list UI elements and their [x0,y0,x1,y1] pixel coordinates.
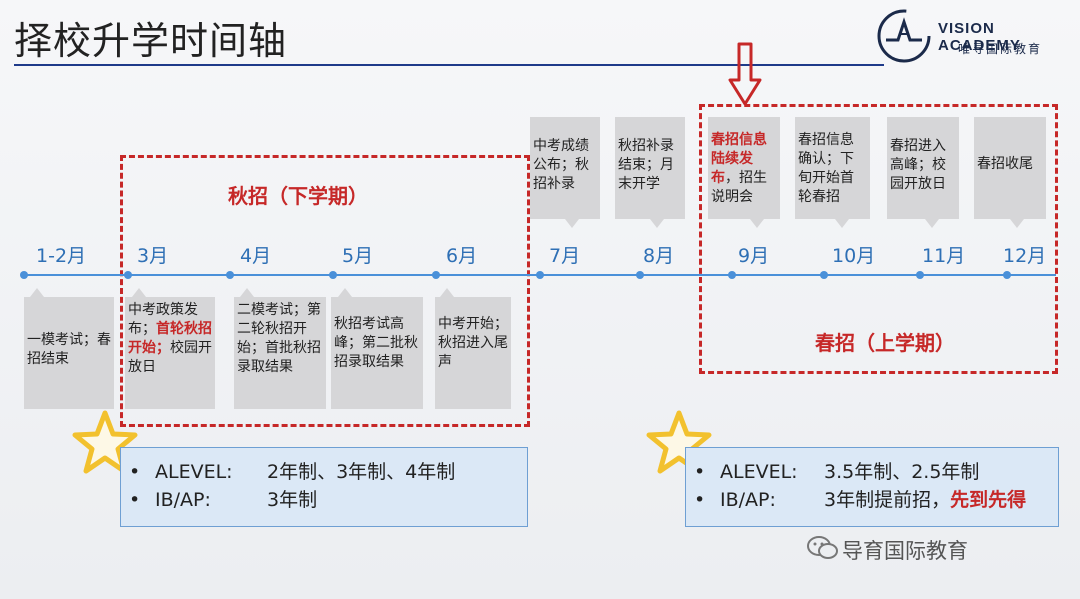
program-highlight: 先到先得 [950,489,1027,511]
brand-name-en: VISION ACADEMY [938,20,1021,54]
timeline-dot [124,271,132,279]
event-card-jan-feb: 一模考试；春招结束 [24,297,114,409]
timeline-dot [432,271,440,279]
card-pointer [750,219,764,228]
info-row-alevel: • ALEVEL: 3.5年制、2.5年制 [694,458,1058,486]
event-card-nov: 春招进入高峰；校园开放日 [887,117,959,219]
card-pointer [132,288,146,297]
timeline-dot [820,271,828,279]
info-row-ibap: • IB/AP: 3年制 [129,486,527,514]
card-pointer [240,288,254,297]
program-value: 3.5年制、2.5年制 [824,461,980,483]
card-text: 春招进入高峰；校园开放日 [890,138,946,192]
card-pointer [440,288,454,297]
card-pointer [338,288,352,297]
card-pointer [30,288,44,297]
timeline-dot [916,271,924,279]
bullet: • [694,461,706,483]
program-value: 3年制 [267,489,318,511]
program-value: 3年制提前招， [824,489,951,511]
program-value: 2年制、3年制、4年制 [267,461,456,483]
event-card-may: 秋招考试高峰；第二批秋招录取结果 [331,297,423,409]
timeline-dot [536,271,544,279]
month-label: 3月 [137,245,169,267]
month-label: 5月 [342,245,374,267]
month-label: 9月 [738,245,770,267]
card-text: 春招收尾 [977,156,1033,172]
event-card-mar: 中考政策发布；首轮秋招开始；校园开放日 [125,297,215,409]
month-label: 8月 [643,245,675,267]
program-label: ALEVEL: [155,461,233,483]
card-highlight: 春招信息陆续发布 [711,132,767,186]
program-label: IB/AP: [720,489,776,511]
month-label: 10月 [832,245,876,267]
autumn-program-info: • ALEVEL: 2年制、3年制、4年制 • IB/AP: 3年制 [120,447,528,527]
bullet: • [129,461,141,483]
month-label: 1-2月 [36,245,87,267]
info-row-ibap: • IB/AP: 3年制提前招，先到先得 [694,486,1058,514]
month-label: 6月 [446,245,478,267]
card-text: 中考政策发布； [128,302,198,337]
autumn-region-label: 秋招（下学期） [228,184,368,208]
program-label: ALEVEL: [720,461,798,483]
card-text: 二模考试；第二轮秋招开始；首批秋招录取结果 [237,302,321,375]
month-label: 11月 [922,245,966,267]
program-label: IB/AP: [155,489,211,511]
spring-region-label: 春招（上学期） [815,331,955,355]
spring-region-box [699,104,1058,374]
card-pointer [925,219,939,228]
event-card-dec: 春招收尾 [974,117,1046,219]
event-card-oct: 春招信息确认；下旬开始首轮春招 [795,117,870,219]
card-text: ，招生说明会 [711,170,767,205]
card-pointer [835,219,849,228]
timeline-dot [728,271,736,279]
spring-program-info: • ALEVEL: 3.5年制、2.5年制 • IB/AP: 3年制提前招，先到… [685,447,1059,527]
card-highlight: 首轮秋招开始； [128,321,212,356]
card-text: 秋招补录结束；月末开学 [618,138,674,192]
card-text: 校园开放日 [128,340,212,375]
brand-name-zh: 唯寻国际教育 [958,42,1043,56]
card-pointer [650,219,664,228]
event-card-sep: 春招信息陆续发布，招生说明会 [708,117,780,219]
timeline-dot [20,271,28,279]
timeline-dot [636,271,644,279]
month-label: 4月 [240,245,272,267]
wechat-icon [807,536,838,559]
event-card-jul: 中考成绩公布；秋招补录 [530,117,600,219]
down-arrow-icon [728,42,762,106]
card-pointer [1010,219,1024,228]
timeline-dot [1003,271,1011,279]
card-text: 春招信息确认；下旬开始首轮春招 [798,132,854,205]
card-pointer [565,219,579,228]
bullet: • [694,489,706,511]
vision-academy-logo-icon [877,9,931,63]
event-card-apr: 二模考试；第二轮秋招开始；首批秋招录取结果 [234,297,326,409]
info-row-alevel: • ALEVEL: 2年制、3年制、4年制 [129,458,527,486]
timeline-dot [226,271,234,279]
event-card-jun: 中考开始；秋招进入尾声 [435,297,511,409]
card-text: 中考成绩公布；秋招补录 [533,138,589,192]
month-label: 7月 [549,245,581,267]
timeline-dot [329,271,337,279]
card-text: 一模考试；春招结束 [27,332,111,367]
event-card-aug: 秋招补录结束；月末开学 [615,117,685,219]
month-label: 12月 [1003,245,1047,267]
card-text: 秋招考试高峰；第二批秋招录取结果 [334,316,418,370]
title-underline [14,64,884,66]
page-title: 择校升学时间轴 [14,19,288,63]
bullet: • [129,489,141,511]
autumn-region-box [120,155,530,427]
watermark: 导育国际教育 [842,539,968,563]
card-text: 中考开始；秋招进入尾声 [438,316,508,370]
